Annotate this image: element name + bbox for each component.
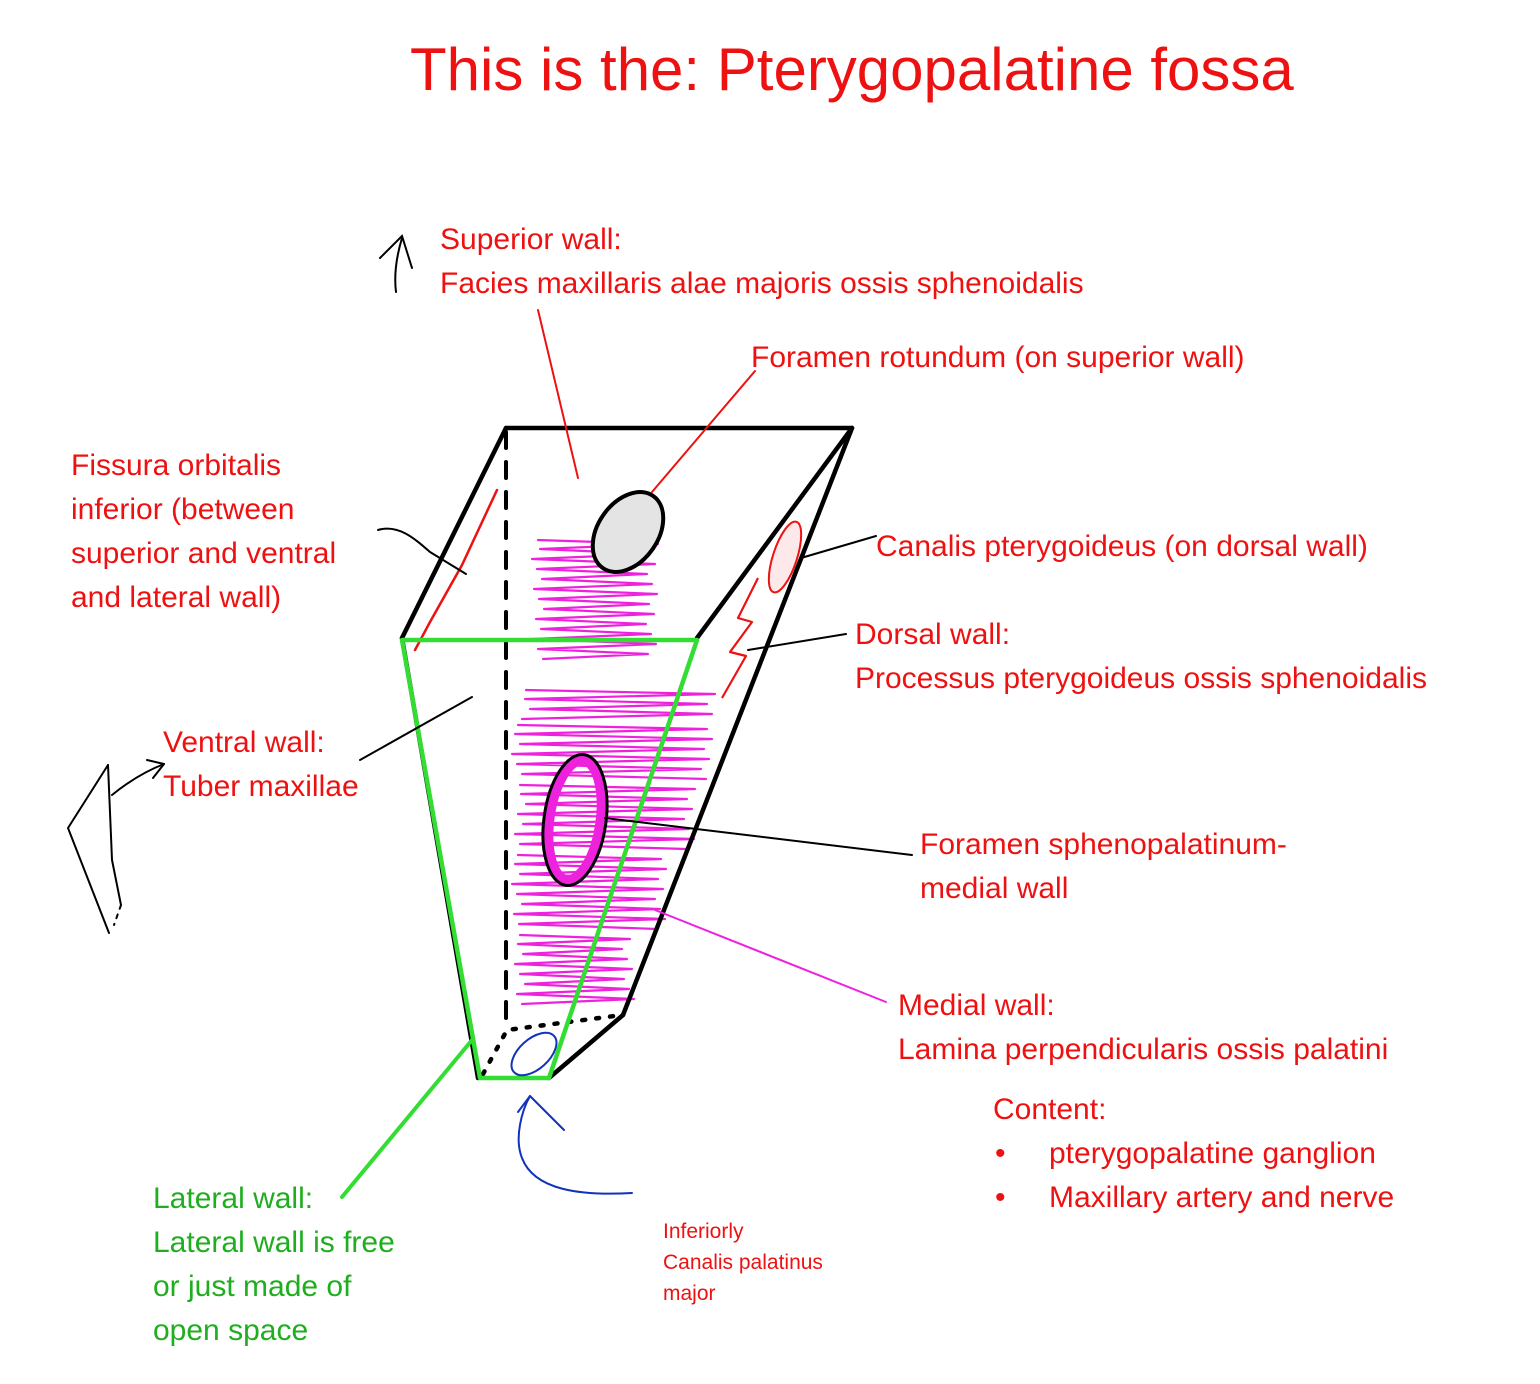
- leader-ventral-wall: [359, 696, 473, 761]
- fissura-orbitalis-mark: [413, 488, 499, 652]
- leader-lateral-wall: [340, 1038, 474, 1199]
- medial-wall-scribble-stroke: [510, 723, 714, 781]
- dorsal-wall-zigzag: [721, 577, 759, 699]
- ventral-direction-sketch-icon: [67, 759, 165, 934]
- superior-direction-arrow-icon: [379, 234, 413, 293]
- dorsal-wall-label: Dorsal wall: Processus pterygoideus ossi…: [855, 618, 1427, 695]
- leader-canalis-palatinus: [517, 1095, 633, 1195]
- foramen-sphenopalatinum-marker: [542, 753, 608, 887]
- canalis-pterygoideus-label: Canalis pterygoideus (on dorsal wall): [876, 530, 1368, 563]
- content-list: Content: pterygopalatine ganglion Maxill…: [993, 1088, 1394, 1220]
- lateral-wall-label: Lateral wall: Lateral wall is free or ju…: [153, 1182, 395, 1347]
- medial-wall-scribble-stroke: [520, 688, 717, 721]
- leader-fissura-orbitalis: [377, 527, 467, 575]
- page-title: This is the: Pterygopalatine fossa: [410, 36, 1294, 103]
- leader-lines: [340, 309, 913, 1199]
- leader-medial-wall: [654, 909, 887, 1003]
- content-item: pterygopalatine ganglion: [993, 1132, 1394, 1176]
- canalis-palatinus-label: Inferiorly Canalis palatinus major: [663, 1220, 823, 1305]
- leader-dorsal-wall: [747, 633, 847, 651]
- foramen-rotundum-label: Foramen rotundum (on superior wall): [751, 341, 1245, 374]
- canalis-palatinus-marker: [510, 1031, 558, 1077]
- foramen-rotundum-marker: [590, 490, 666, 574]
- superior-wall-label: Superior wall: Facies maxillaris alae ma…: [440, 223, 1084, 300]
- leader-superior-wall: [537, 309, 579, 479]
- content-heading: Content:: [993, 1093, 1107, 1126]
- lateral-wall-outline: [399, 637, 700, 1081]
- foramen-sphenopalatinum-outline: [541, 753, 609, 887]
- leader-foramen-rotundum: [651, 370, 756, 493]
- fissura-orbitalis-label: Fissura orbitalis inferior (between supe…: [71, 449, 337, 614]
- leader-canalis-pterygoideus: [800, 535, 877, 559]
- ventral-wall-label: Ventral wall: Tuber maxillae: [163, 726, 359, 803]
- medial-wall-label: Medial wall: Lamina perpendicularis ossi…: [898, 989, 1389, 1066]
- medial-wall-scribble-stroke: [513, 933, 636, 1006]
- canalis-pterygoideus-marker: [767, 520, 803, 594]
- leader-foramen-sphenopalatinum: [604, 817, 913, 856]
- medial-wall-shading: [510, 538, 717, 1006]
- content-item: Maxillary artery and nerve: [993, 1176, 1394, 1220]
- arrowhead-canalis-palatinus: [517, 1095, 565, 1131]
- foramen-sphenopalatinum-label: Foramen sphenopalatinum- medial wall: [920, 828, 1287, 905]
